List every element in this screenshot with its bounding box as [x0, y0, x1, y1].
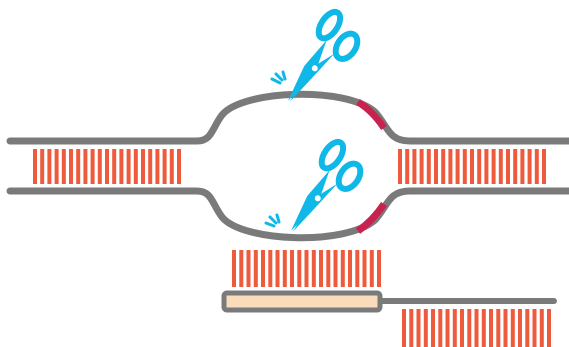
- base-pair: [319, 250, 323, 287]
- base-pair: [355, 250, 359, 287]
- base-pair: [91, 149, 95, 184]
- base-pair: [511, 309, 515, 347]
- base-pair: [470, 149, 474, 184]
- base-pair: [177, 149, 181, 184]
- base-pair: [62, 149, 66, 184]
- base-pair: [441, 149, 445, 184]
- base-pair: [47, 149, 51, 184]
- base-pair: [542, 149, 546, 184]
- base-pair: [525, 309, 529, 347]
- base-pair: [427, 149, 431, 184]
- base-pair: [55, 149, 59, 184]
- base-pair: [377, 250, 381, 287]
- base-pair: [504, 309, 508, 347]
- base-pair: [276, 250, 280, 287]
- base-pair: [127, 149, 131, 184]
- base-pair: [98, 149, 102, 184]
- base-pair: [535, 149, 539, 184]
- base-pair: [528, 149, 532, 184]
- base-pair: [405, 149, 409, 184]
- base-pair: [477, 149, 481, 184]
- base-pair: [119, 149, 123, 184]
- base-pair: [305, 250, 309, 287]
- base-pair: [326, 250, 330, 287]
- base-pair: [417, 309, 421, 347]
- base-pair: [134, 149, 138, 184]
- base-pair: [341, 250, 345, 287]
- dna-bottom-strand: [10, 191, 569, 238]
- base-pair: [489, 309, 493, 347]
- base-pair: [460, 309, 464, 347]
- base-pair: [520, 149, 524, 184]
- base-pair: [163, 149, 167, 184]
- base-pair: [69, 149, 73, 184]
- base-pair: [456, 149, 460, 184]
- base-pair: [170, 149, 174, 184]
- base-pair: [420, 149, 424, 184]
- base-pair: [112, 149, 116, 184]
- base-pair: [334, 250, 338, 287]
- base-pair: [232, 250, 236, 287]
- base-pair: [402, 309, 406, 347]
- base-pairs-left: [33, 149, 181, 184]
- base-pair: [268, 250, 272, 287]
- base-pair: [247, 250, 251, 287]
- base-pair: [475, 309, 479, 347]
- base-pair: [290, 250, 294, 287]
- base-pair: [463, 149, 467, 184]
- base-pair: [499, 149, 503, 184]
- base-pair: [412, 149, 416, 184]
- base-pair: [348, 250, 352, 287]
- base-pair: [409, 309, 413, 347]
- base-pair: [533, 309, 537, 347]
- base-pair: [239, 250, 243, 287]
- base-pair: [424, 309, 428, 347]
- base-pair: [482, 309, 486, 347]
- base-pair: [513, 149, 517, 184]
- base-pair: [141, 149, 145, 184]
- base-pair: [254, 250, 258, 287]
- dna-top-strand: [10, 94, 569, 141]
- base-pair: [261, 250, 265, 287]
- base-pair: [76, 149, 80, 184]
- base-pair: [434, 149, 438, 184]
- base-pair: [484, 149, 488, 184]
- base-pair: [83, 149, 87, 184]
- base-pair: [370, 250, 374, 287]
- base-pair: [398, 149, 402, 184]
- base-pair: [438, 309, 442, 347]
- base-pair: [506, 149, 510, 184]
- base-pair: [40, 149, 44, 184]
- base-pair: [518, 309, 522, 347]
- base-pair: [363, 250, 367, 287]
- base-pairs-right: [398, 149, 546, 184]
- cut-spark-icon: [266, 215, 279, 226]
- cut-spark-icon: [272, 72, 285, 83]
- base-pair: [105, 149, 109, 184]
- base-pair: [148, 149, 152, 184]
- base-pair: [448, 149, 452, 184]
- base-pair: [33, 149, 37, 184]
- base-pair: [446, 309, 450, 347]
- base-pair: [540, 309, 544, 347]
- base-pair: [155, 149, 159, 184]
- guide-rna-bar: [224, 293, 380, 310]
- base-pairs-guide: [232, 250, 381, 287]
- base-pair: [547, 309, 551, 347]
- base-pair: [492, 149, 496, 184]
- base-pair: [297, 250, 301, 287]
- base-pair: [467, 309, 471, 347]
- base-pair: [496, 309, 500, 347]
- base-pair: [431, 309, 435, 347]
- base-pairs-donor: [402, 309, 551, 347]
- base-pair: [283, 250, 287, 287]
- base-pair: [312, 250, 316, 287]
- base-pair: [453, 309, 457, 347]
